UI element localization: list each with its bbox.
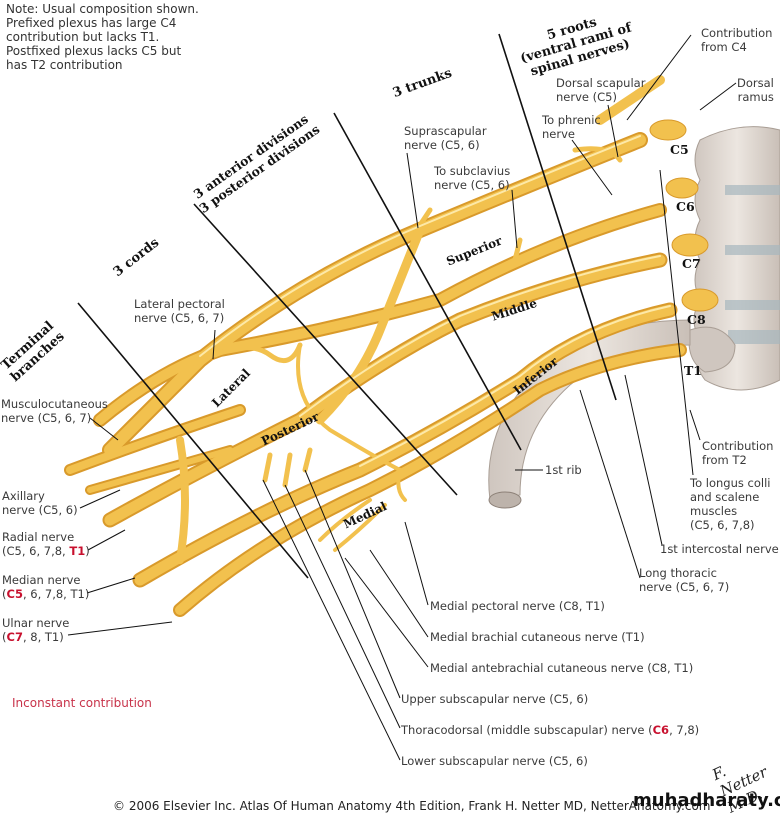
label-long-thoracic-nerve: Long thoracic nerve (C5, 6, 7) [639,566,730,594]
note-line: contribution but lacks T1. [6,30,160,44]
inconstant-contribution-legend: Inconstant contribution [12,696,152,710]
label-thoracodorsal-nerve: Thoracodorsal (middle subscapular) nerve… [401,723,700,737]
note-line: has T2 contribution [6,58,123,72]
label-lateral-pectoral-nerve: Lateral pectoral nerve (C5, 6, 7) [134,297,225,325]
label-medial-brachial-cutaneous-nerve: Medial brachial cutaneous nerve (T1) [430,630,645,644]
label-to-longus-colli: To longus colli and scalene muscles (C5,… [690,476,771,532]
label-to-subclavius-nerve: To subclavius nerve (C5, 6) [434,164,511,192]
label-first-rib: 1st rib [545,463,582,477]
label-contribution-from-t2: Contribution from T2 [702,439,774,467]
label-musculocutaneous-nerve: Musculocutaneous nerve (C5, 6, 7) [1,397,108,425]
label-to-phrenic-nerve: To phrenic nerve [542,113,601,141]
label-contribution-from-c4: Contribution from C4 [701,26,773,54]
label-upper-subscapular-nerve: Upper subscapular nerve (C5, 6) [401,692,589,706]
root-label-c7: C7 [682,256,701,271]
section-divider-lines [77,33,617,579]
copyright-text: © 2006 Elsevier Inc. Atlas Of Human Anat… [113,799,711,813]
leader-lines [67,34,737,761]
label-medial-antebrachial-cutaneous-nerve: Medial antebrachial cutaneous nerve (C8,… [430,661,694,675]
label-dorsal-ramus: Dorsal ramus [737,76,774,104]
root-label-c8: C8 [687,312,706,327]
composition-note: Note: Usual composition shown. Prefixed … [6,2,199,72]
label-dorsal-scapular-nerve: Dorsal scapular nerve (C5) [556,76,646,104]
note-line: Postfixed plexus lacks C5 but [6,44,182,58]
label-median-nerve: Median nerve (C5, 6, 7,8, T1) [2,573,90,601]
label-lower-subscapular-nerve: Lower subscapular nerve (C5, 6) [401,754,588,768]
label-first-intercostal-nerve: 1st intercostal nerve [660,542,779,556]
label-axillary-nerve: Axillary nerve (C5, 6) [2,489,78,517]
root-label-c6: C6 [676,199,695,214]
label-suprascapular-nerve: Suprascapular nerve (C5, 6) [404,124,487,152]
label-medial-pectoral-nerve: Medial pectoral nerve (C8, T1) [430,599,605,613]
root-label-t1: T1 [684,363,702,378]
nerves [64,75,719,617]
root-label-c5: C5 [670,142,689,157]
label-radial-nerve: Radial nerve (C5, 6, 7,8, T1) [2,530,90,558]
label-ulnar-nerve: Ulnar nerve (C7, 8, T1) [2,616,70,644]
note-line: Prefixed plexus has large C4 [6,16,177,30]
watermark[interactable]: muhadharaty.com [633,790,780,811]
cervical-vertebrae [688,126,780,391]
note-line: Note: Usual composition shown. [6,2,199,16]
